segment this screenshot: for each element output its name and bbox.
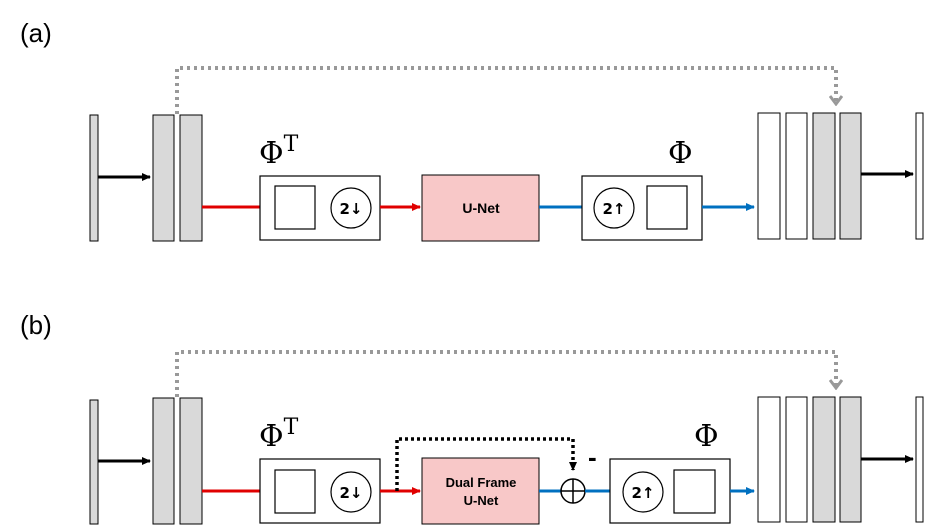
- panel-a-label: (a): [20, 18, 52, 48]
- decoder-feature-4-a: [839, 112, 862, 240]
- decoder-feature-2-a: [785, 112, 808, 240]
- downsample-label-a: 2↓: [339, 200, 362, 218]
- phi-transpose-b: ΦT: [259, 415, 299, 454]
- encoder-feature-1-a: [152, 114, 175, 242]
- phi-transpose-a: ΦT: [259, 132, 299, 171]
- pooling-square-b: [274, 469, 316, 514]
- downsample-op-a: [330, 187, 372, 229]
- upsample-label-b: 2↑: [631, 484, 654, 502]
- encoder-feature-1-b: [152, 397, 175, 525]
- bypass-connection-b: [395, 437, 577, 491]
- decoder-feature-3-a: [812, 112, 836, 240]
- downsample-label-b: 2↓: [339, 484, 362, 502]
- panel-b: (b) ΦT 2↓ Dual Frame U-Net -: [20, 310, 924, 525]
- decoder-feature-2-b: [785, 396, 808, 523]
- upsample-op-b: [622, 471, 664, 513]
- unpooling-square-b: [673, 469, 716, 514]
- decoder-feature-1-a: [757, 112, 781, 240]
- dual-frame-label-line-2: U-Net: [464, 493, 499, 508]
- unet-label-a: U-Net: [462, 200, 500, 216]
- dual-frame-label-line-1: Dual Frame: [446, 475, 517, 490]
- panel-a: (a) ΦT 2↓ U-Net Φ 2↑: [20, 18, 924, 242]
- phi-b: Φ: [694, 419, 719, 454]
- input-feature-a: [89, 114, 99, 242]
- output-feature-a: [915, 112, 924, 240]
- phi-a: Φ: [668, 136, 693, 171]
- panel-b-label: (b): [20, 310, 52, 340]
- pooling-square-a: [274, 185, 316, 230]
- dual-frame-unet-box-b: [421, 457, 540, 525]
- decoder-feature-1-b: [757, 396, 781, 523]
- skip-connection-b: [175, 350, 836, 397]
- input-feature-b: [89, 399, 99, 525]
- encoder-feature-2-b: [179, 397, 203, 525]
- output-feature-b: [915, 396, 924, 523]
- encoder-feature-2-a: [179, 114, 203, 242]
- upsample-label-a: 2↑: [602, 200, 625, 218]
- upsample-op-a: [593, 187, 635, 229]
- minus-sign: -: [588, 442, 597, 472]
- unpooling-square-a: [646, 185, 688, 230]
- skip-connection-a: [175, 66, 836, 114]
- decoder-feature-4-b: [839, 396, 862, 523]
- decoder-feature-3-b: [812, 396, 836, 523]
- downsample-op-b: [330, 471, 372, 513]
